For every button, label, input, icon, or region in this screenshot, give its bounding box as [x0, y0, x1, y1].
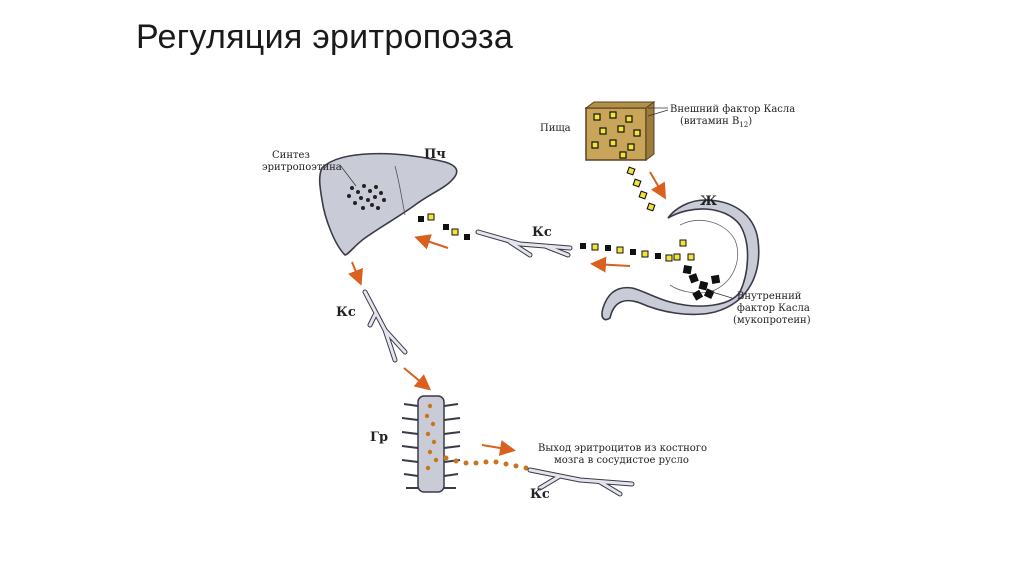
vessel-bottom-label: Кс: [530, 487, 550, 502]
bone-marrow-label: Гр: [370, 430, 388, 445]
food-illustration: [584, 101, 669, 161]
exit-label-line1: Выход эритроцитов из костного: [538, 443, 707, 454]
liver-label: Пч: [424, 147, 446, 162]
external-factor-line1: Внешний фактор Касла: [670, 104, 795, 115]
arrow-vessel-to-liver: [414, 234, 449, 250]
vessel-left: [362, 289, 408, 363]
slide-title: Регуляция эритропоэза: [136, 18, 514, 56]
stomach-label: Ж: [700, 194, 717, 209]
external-factor-line2: (витамин B12): [680, 116, 752, 129]
vessel-top-label: Кс: [532, 225, 552, 240]
vessel-left-label: Кс: [336, 305, 356, 320]
complex-stream-stomach: [580, 243, 673, 262]
arrow-food-to-stomach: [649, 171, 667, 200]
complex-stream-liver: [418, 213, 470, 240]
arrow-stomach-to-vessel: [590, 256, 631, 273]
synthesis-label-line1: Синтез: [272, 150, 310, 161]
arrow-vessel-to-marrow: [403, 367, 432, 391]
internal-factor-line2: фактор Касла: [737, 303, 810, 314]
arrow-marrow-exit: [481, 440, 516, 456]
liver-illustration: [318, 152, 458, 256]
synthesis-label-line2: эритропоэтина: [262, 162, 342, 173]
stomach-illustration: [601, 199, 760, 321]
exit-label-line2: мозга в сосудистое русло: [554, 455, 689, 466]
vessel-bottom: [527, 467, 635, 497]
erythropoietin-granules: [347, 184, 386, 210]
food-label: Пища: [540, 123, 571, 134]
vitamin-b12-stream: [626, 166, 656, 212]
erythrocyte-exit-stream: [443, 455, 529, 471]
bone-marrow-illustration: [401, 395, 461, 493]
internal-factor-line1: Внутренний: [737, 291, 802, 302]
arrow-liver-to-vessel: [348, 261, 363, 286]
internal-factor-line3: (мукопротеин): [733, 315, 811, 326]
vessel-top: [475, 229, 573, 258]
